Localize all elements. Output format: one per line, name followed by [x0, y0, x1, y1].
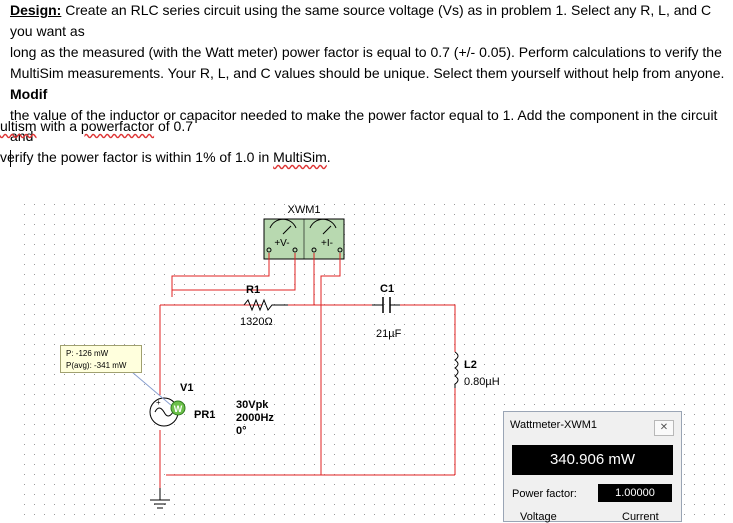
wattmeter-window[interactable]: Wattmeter-XWM1 ✕ 340.906 mW Power factor…	[503, 411, 682, 523]
voltage-terminal-label: Voltage	[520, 511, 557, 523]
probe-pavg-value: P(avg): -341 mW	[66, 361, 127, 370]
sub-with: with a	[36, 118, 81, 134]
text-cursor	[10, 150, 11, 167]
power-factor-value: 1.00000	[598, 484, 672, 502]
l2-value: 0.80µH	[464, 376, 500, 388]
line3-text: MultiSim measurements. Your R, L, and C …	[10, 65, 725, 81]
sub-of: of 0.7	[154, 118, 193, 134]
v1-frequency: 2000Hz	[236, 412, 274, 424]
r1-name: R1	[246, 284, 260, 296]
line1-text: Create an RLC series circuit using the s…	[10, 2, 712, 39]
xwm1-label: XWM1	[288, 204, 321, 216]
v1-phase: 0°	[236, 425, 247, 437]
current-terminal-label: Current	[622, 511, 659, 523]
circuit-wires	[159, 253, 456, 488]
paragraph-line-2: long as the measured (with the Watt mete…	[10, 44, 722, 60]
line5-text-c: .	[326, 149, 331, 165]
voltage-sign: +V-	[274, 238, 289, 249]
design-heading: Design:	[10, 2, 62, 18]
close-icon[interactable]: ✕	[654, 420, 674, 436]
c1-value: 21µF	[376, 328, 402, 340]
probe-leader	[131, 371, 173, 407]
l2-name: L2	[464, 359, 477, 371]
line3-bold: Modif	[10, 86, 48, 102]
c1-name: C1	[380, 283, 394, 295]
pr1-probe-icon[interactable]	[170, 400, 186, 416]
v1-amplitude: 30Vpk	[236, 399, 269, 411]
current-sign: +I-	[321, 238, 333, 249]
paragraph-line-4: the value of the inductor or capacitor n…	[10, 107, 718, 144]
subtitle-line: ultism with a powerfactor of 0.7	[0, 118, 193, 134]
c1-capacitor[interactable]	[372, 297, 400, 313]
r1-value: 1320Ω	[240, 316, 273, 328]
power-reading: 340.906 mW	[512, 445, 673, 475]
r1-resistor[interactable]	[243, 298, 288, 312]
paragraph-line-5: verify the power factor is within 1% of …	[0, 147, 733, 168]
line5-multisim: MultiSim	[273, 149, 327, 165]
document-text: Design: Create an RLC series circuit usi…	[0, 0, 733, 168]
pr1-badge-text: W	[174, 404, 183, 414]
sub-powerfactor: powerfactor	[80, 118, 155, 134]
power-factor-label: Power factor:	[512, 488, 577, 500]
paragraph-line-1: Design: Create an RLC series circuit usi…	[10, 0, 733, 42]
pr1-name: PR1	[194, 409, 215, 421]
svg-text:+: +	[156, 398, 161, 407]
probe-p-value: P: -126 mW	[66, 349, 109, 358]
v1-name: V1	[180, 382, 193, 394]
paragraph-line-3: MultiSim measurements. Your R, L, and C …	[10, 63, 733, 105]
xwm1-instrument[interactable]	[263, 218, 345, 260]
l2-inductor[interactable]	[454, 351, 459, 388]
line5-text-a: verify the power factor is within 1% of …	[0, 149, 274, 165]
probe-readout: P: -126 mW P(avg): -341 mW	[60, 345, 142, 373]
sub-ultism: ultism	[0, 118, 37, 134]
wattmeter-title: Wattmeter-XWM1	[510, 419, 597, 431]
